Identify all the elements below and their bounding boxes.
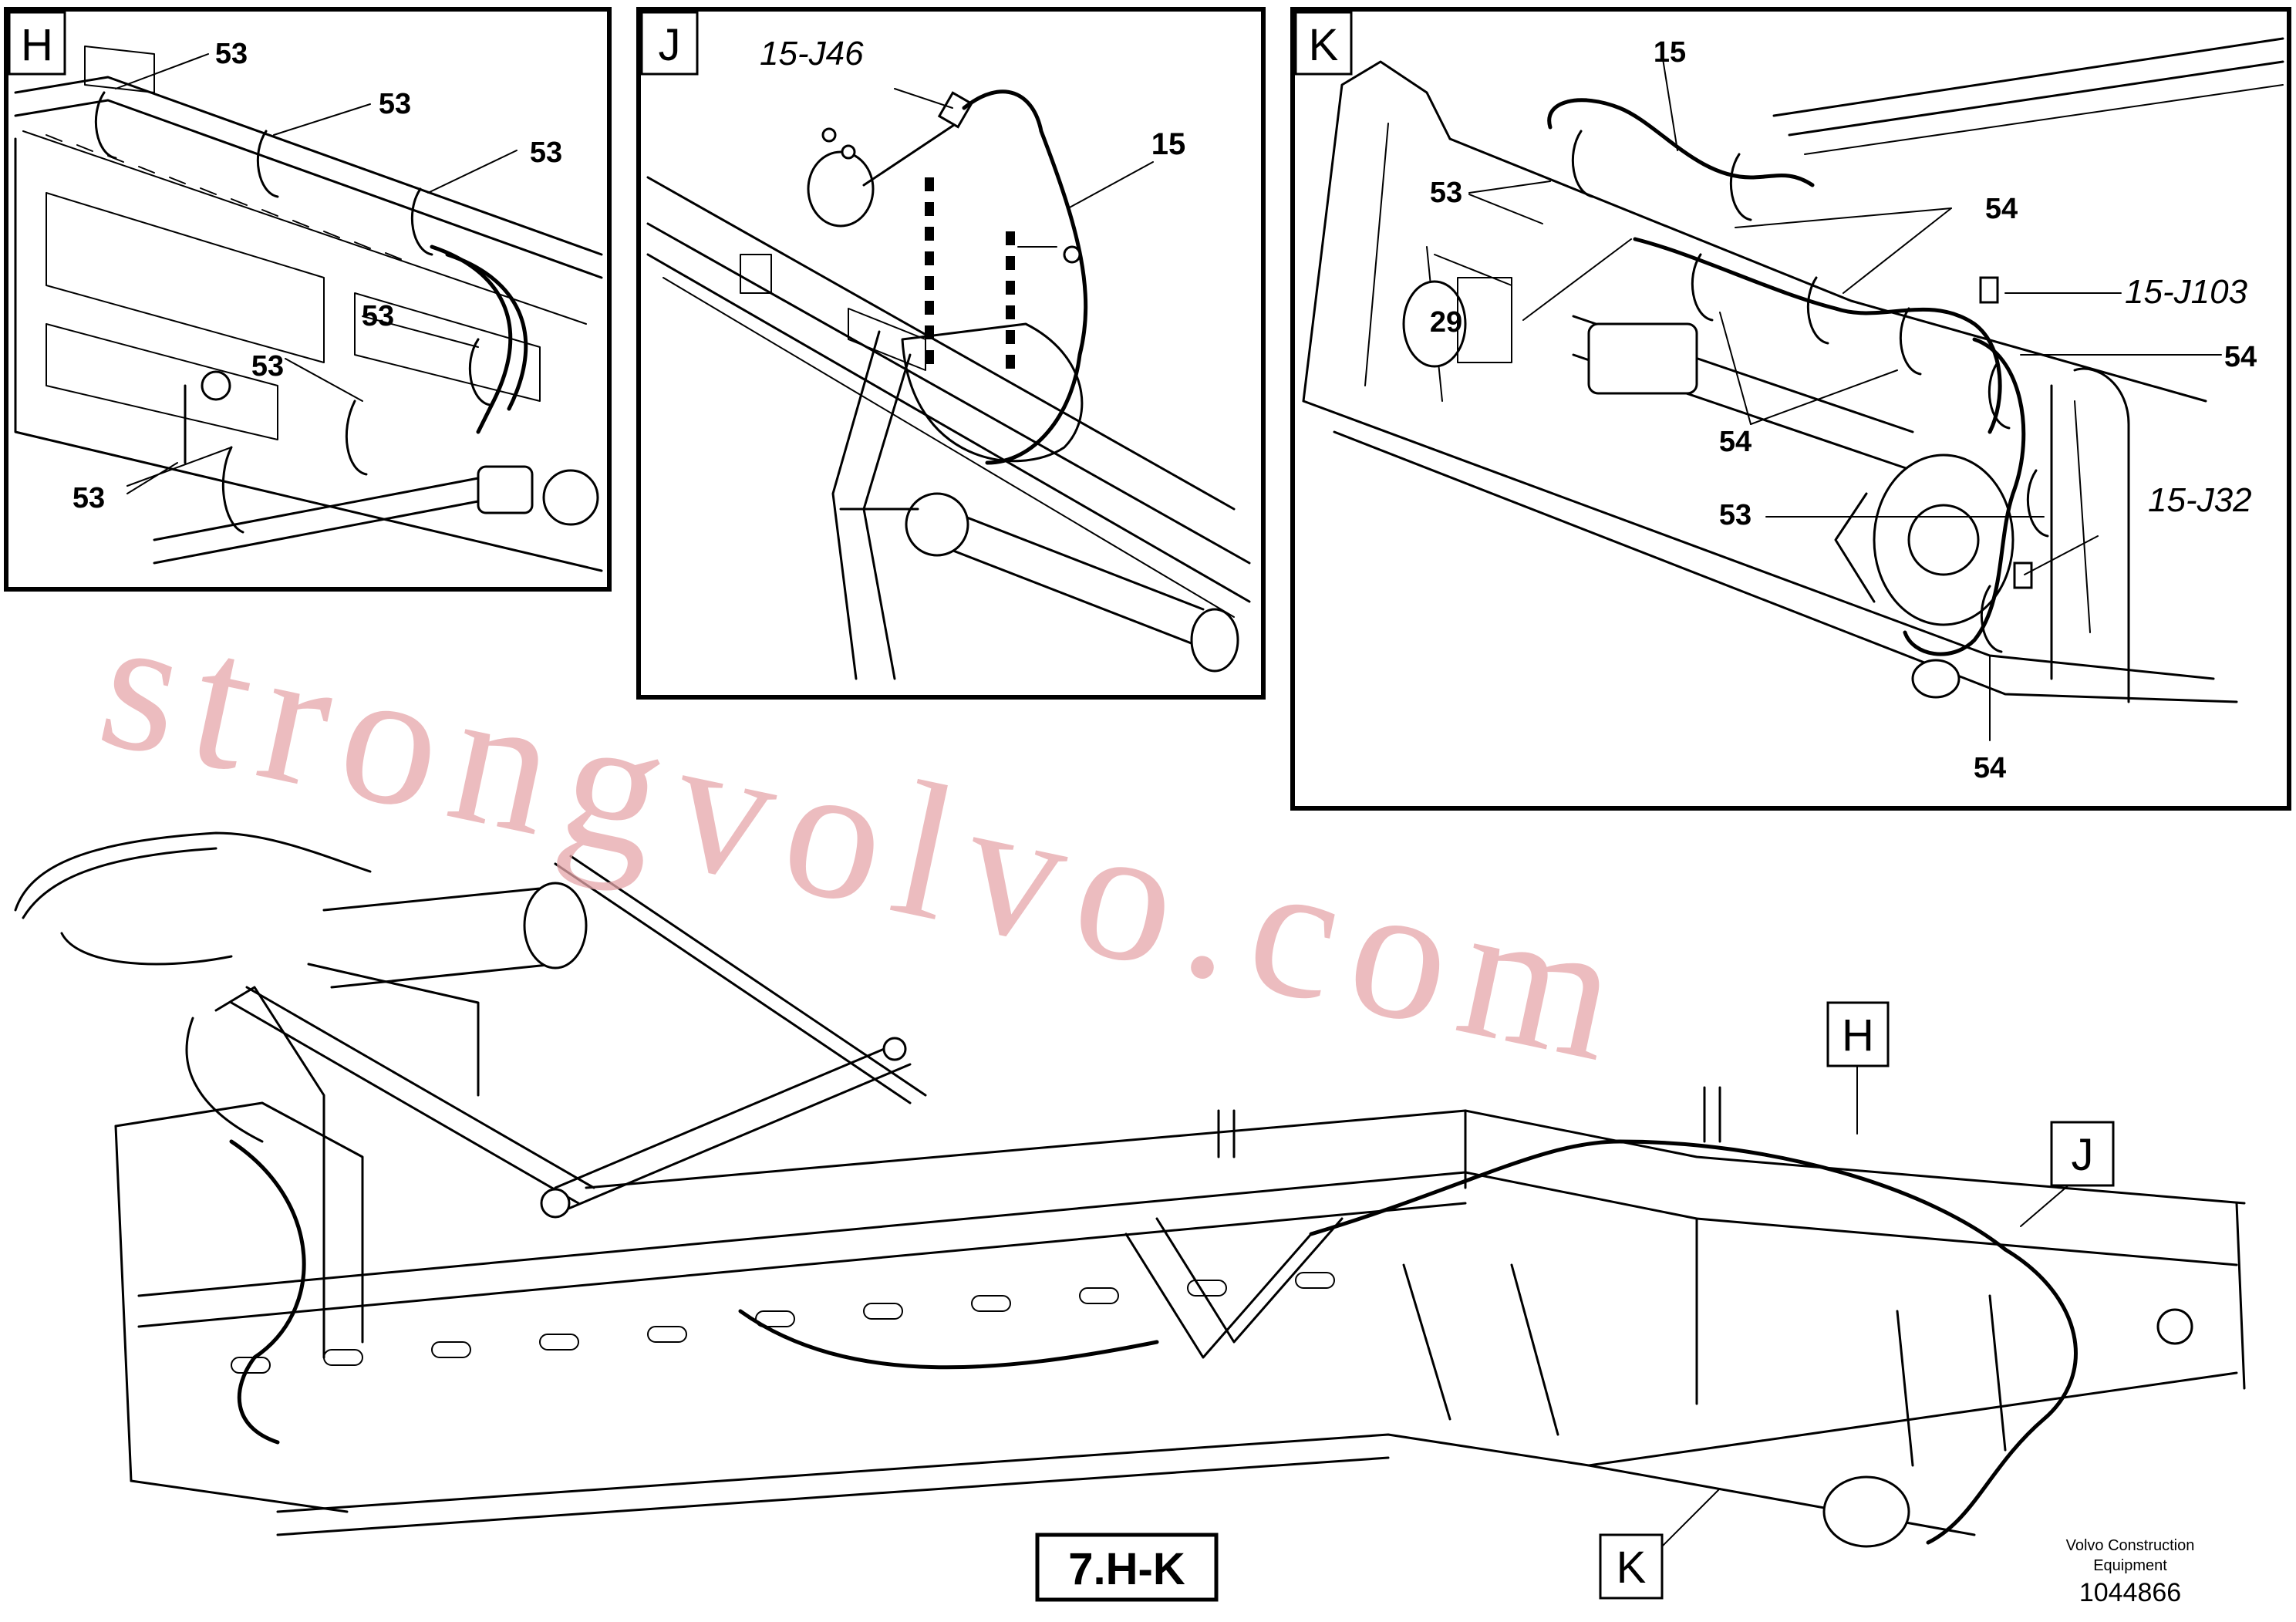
panel-j-callout-15: 15 [1151,127,1186,161]
footer-company-line1: Volvo Construction [2066,1537,2195,1554]
panel-k-callout-53-center: 53 [1719,499,1752,531]
panel-h-callout-53-b: 53 [379,88,411,120]
panel-h-letter: H [21,20,53,70]
panel-k-callout-15: 15 [1654,36,1686,69]
panel-j-letter: J [659,20,681,70]
overview-marker-k-box [1599,1533,1664,1600]
overview-marker-h-letter: H [1842,1010,1874,1061]
panel-j-letter-box [640,11,699,76]
panel-k-callout-54-bottom: 54 [1974,752,2006,784]
overview-marker-h-box [1826,1001,1890,1067]
overview-marker-j-box [2050,1121,2115,1187]
footer-drawing-number: 1044866 [2079,1578,2181,1607]
panel-h-letter-box [8,11,66,76]
panel-h-callout-53-a: 53 [215,38,248,70]
view-label-box [1035,1533,1219,1602]
overview-marker-h: H [1826,1001,1890,1067]
detail-panel-k: K 15 53 29 54 15-J103 54 54 53 15-J32 54 [1290,7,2291,811]
panel-h-drawing [14,46,603,572]
panel-k-ref-15-j32: 15-J32 [2148,481,2252,519]
overview-marker-j: J [2050,1121,2115,1187]
panel-k-callout-54-right: 54 [2224,341,2257,373]
panel-k-letter: K [1309,20,1339,70]
panel-k-callout-29: 29 [1430,306,1462,339]
panel-j-drawing [646,88,1251,680]
panel-k-drawing [1302,37,2284,741]
view-label-text: 7.H-K [1068,1544,1185,1594]
panel-k-callout-53-left: 53 [1430,177,1462,209]
panel-h-callout-53-d: 53 [362,300,394,332]
footer: Volvo Construction Equipment 1044866 [2066,1537,2195,1607]
panel-k-letter-box [1294,11,1353,76]
panel-h-callout-53-e: 53 [251,350,284,383]
panel-k-ref-15-j103: 15-J103 [2125,273,2248,311]
overview-marker-k: K [1599,1533,1664,1600]
overview-machine-drawing [14,831,2246,1551]
footer-company-line2: Equipment [2093,1557,2167,1574]
detail-panel-h: H 53 53 53 53 53 53 [4,7,612,592]
overview-marker-j-letter: J [2072,1130,2094,1180]
panel-h-callout-53-f: 53 [72,482,105,514]
panel-k-callout-54-mid: 54 [1985,193,2018,225]
overview-marker-k-letter: K [1617,1543,1647,1593]
panel-h-callout-53-c: 53 [530,137,562,169]
panel-j-ref-15-j46: 15-J46 [760,35,864,73]
detail-panel-j: J 15-J46 15 [636,7,1266,700]
panel-k-callout-54-center: 54 [1719,426,1752,458]
view-label: 7.H-K [1035,1533,1219,1602]
